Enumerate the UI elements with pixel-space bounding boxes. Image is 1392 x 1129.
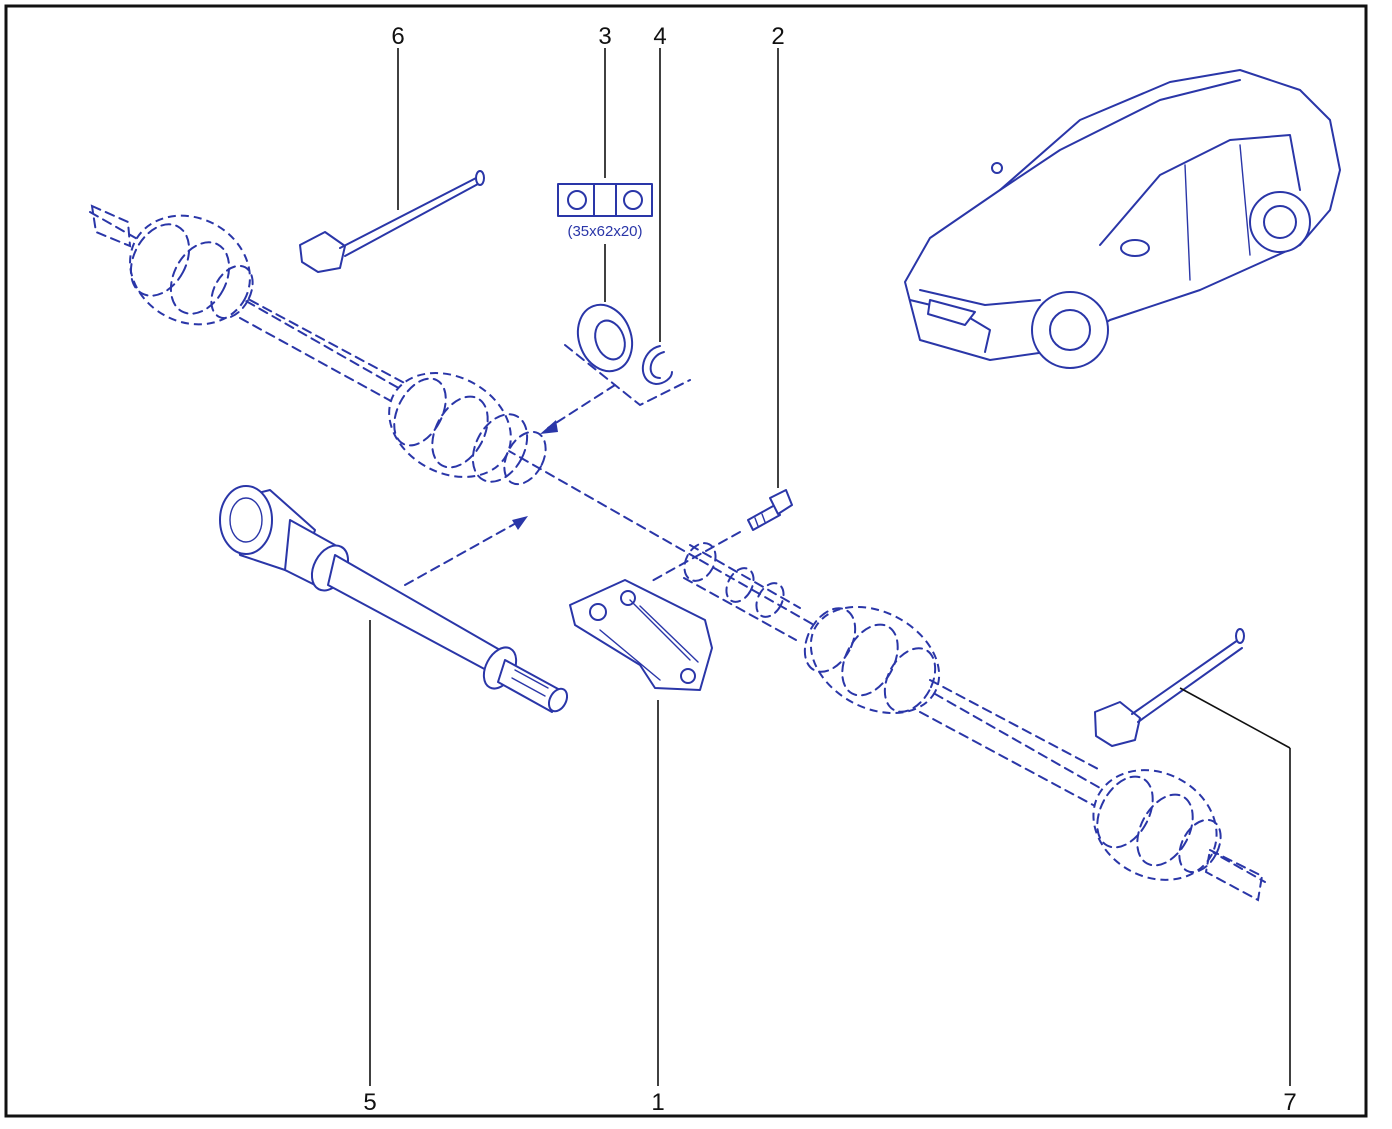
right-driveshaft-phantom (683, 542, 1264, 902)
callout-7: 7 (1283, 1089, 1296, 1116)
callout-4: 4 (653, 23, 666, 50)
assembly-arrows (404, 384, 741, 586)
diagram-border (4, 4, 1368, 1118)
left-sensor (299, 170, 485, 273)
bearing-spec-label: (35x62x20) (567, 223, 642, 240)
callout-2: 2 (771, 23, 784, 50)
bearing-bracket (569, 579, 713, 691)
bolt (747, 489, 793, 531)
intermediate-shaft (219, 485, 569, 713)
callout-1: 1 (651, 1089, 664, 1116)
vehicle-illustration (904, 69, 1341, 369)
right-sensor (1094, 628, 1245, 747)
left-driveshaft-phantom (89, 204, 1266, 883)
callout-5: 5 (363, 1089, 376, 1116)
bearing (557, 183, 691, 407)
callout-3: 3 (598, 23, 611, 50)
circlip (641, 345, 673, 385)
callout-6: 6 (391, 23, 404, 50)
leader-lines (369, 48, 1291, 1086)
